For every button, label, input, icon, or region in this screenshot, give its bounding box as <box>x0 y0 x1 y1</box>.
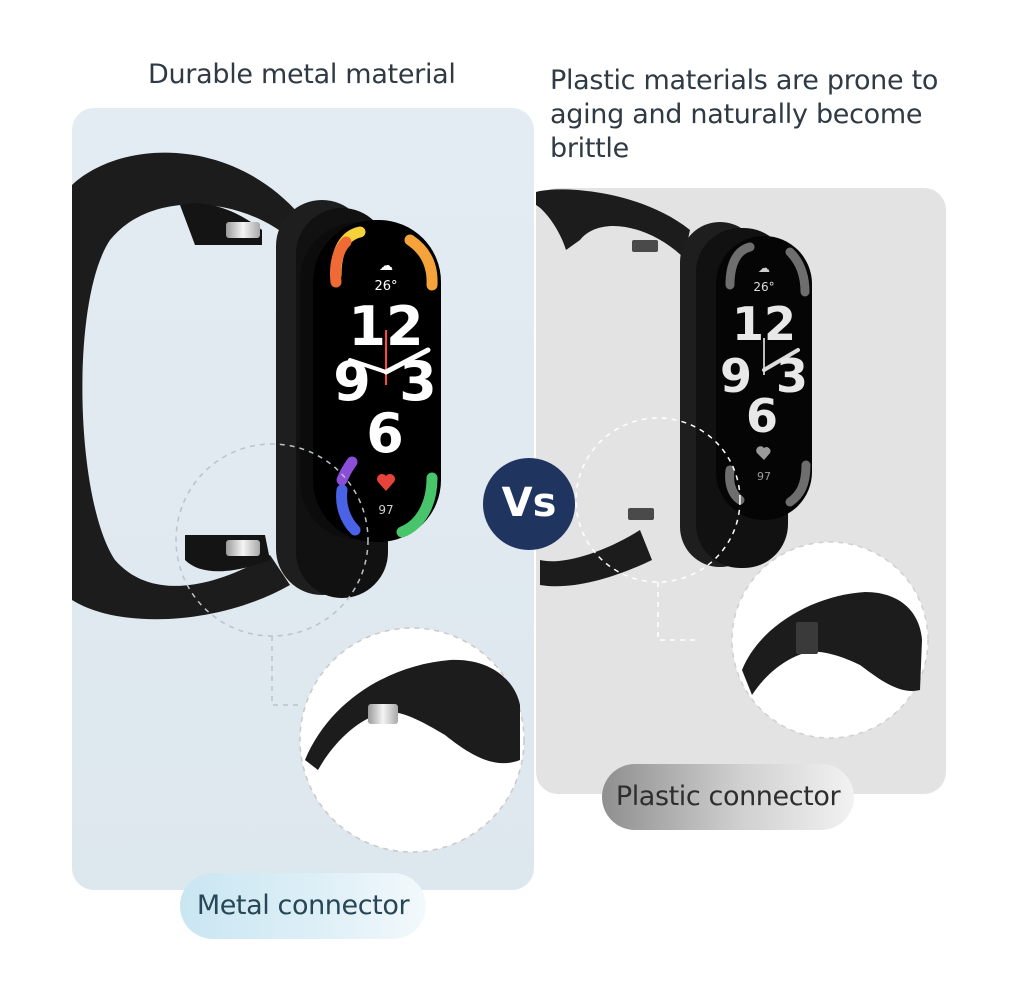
watch-hour-12-right: 12 <box>732 297 796 351</box>
metal-clip-bottom-icon <box>226 540 260 556</box>
watch-hour-6-right: 6 <box>746 389 778 443</box>
metal-connector-zoom <box>299 627 525 853</box>
watch-heart-rate-left: 97 <box>378 503 393 517</box>
watch-hour-9-right: 9 <box>720 349 752 403</box>
right-strap <box>536 189 690 587</box>
watch-temperature-left: 26° <box>374 279 397 294</box>
metal-connector-label: Metal connector <box>180 873 426 939</box>
watch-hour-6-left: 6 <box>366 402 404 465</box>
metal-clip-top-icon <box>226 222 260 238</box>
watch-band-left: ☁ 26° 12 9 3 6 97 <box>276 200 441 598</box>
plastic-connector-label: Plastic connector <box>602 764 854 830</box>
plastic-connector-icon <box>796 622 818 654</box>
metal-connector-icon <box>368 704 398 724</box>
watch-heart-rate-right: 97 <box>757 470 771 483</box>
vs-badge: Vs <box>483 458 575 550</box>
metal-heading: Durable metal material <box>148 59 456 90</box>
watch-band-right: ☁ 26° 12 9 3 6 97 <box>680 222 812 568</box>
watch-hour-12-left: 12 <box>348 295 423 358</box>
watch-temperature-right: 26° <box>753 280 774 294</box>
watch-hour-3-right: 3 <box>776 349 808 403</box>
watch-hour-9-left: 9 <box>333 350 371 413</box>
watch-hour-3-left: 3 <box>399 350 437 413</box>
left-strap <box>72 152 300 620</box>
svg-text:☁: ☁ <box>379 258 393 274</box>
svg-text:☁: ☁ <box>758 261 770 275</box>
plastic-connector-zoom <box>731 541 929 739</box>
plastic-heading: Plastic materials are prone to aging and… <box>550 65 939 164</box>
